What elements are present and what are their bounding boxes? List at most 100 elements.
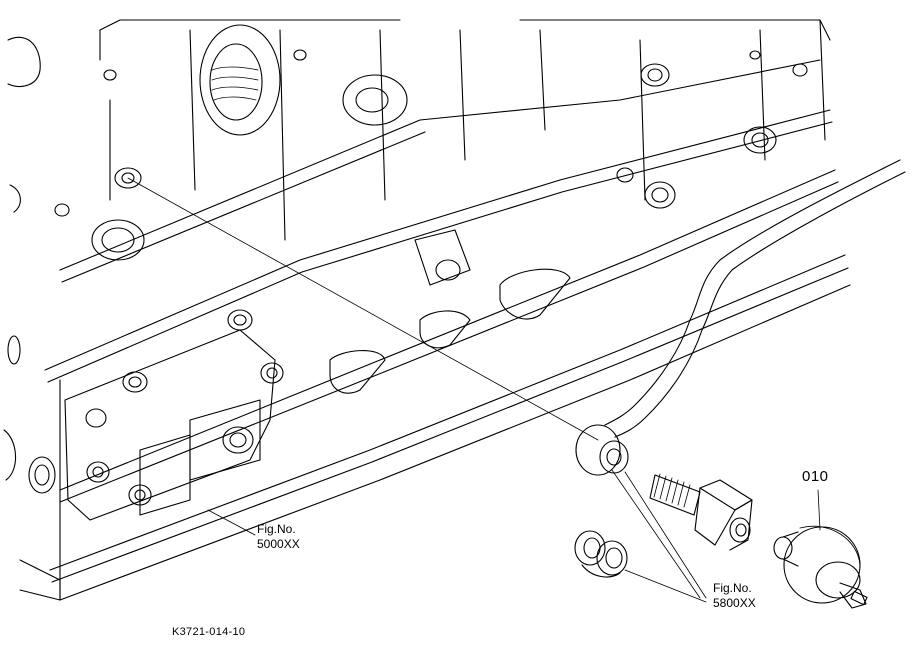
block-left-arc-low	[4, 430, 16, 480]
block-bottom-rail	[50, 255, 845, 570]
left-bottom-hole-inner	[35, 465, 49, 485]
threaded-bore	[200, 25, 280, 135]
washer-2-outer	[597, 541, 627, 575]
flange-hole-7-inner	[230, 433, 246, 447]
block-mid-rail-2	[48, 122, 832, 382]
switch-neck	[783, 532, 798, 566]
lower-flange	[65, 330, 275, 520]
boss-right-top-hole	[648, 69, 662, 81]
ref-block-line1: Fig.No.	[257, 522, 296, 536]
switch-rim	[800, 526, 860, 565]
block-left-arc-mid	[10, 185, 20, 212]
washer-2-inner	[606, 548, 622, 568]
rib-8	[640, 40, 645, 200]
rib-1	[100, 30, 110, 200]
leader-banjo-block	[128, 178, 598, 440]
switch-terminal	[840, 583, 866, 608]
flange-hole-5	[87, 462, 109, 482]
block-bottom-rail-2	[52, 268, 848, 582]
bolt-hex-body	[695, 488, 735, 545]
flange-hole-4	[86, 409, 106, 427]
boss-top-hole	[356, 88, 388, 112]
rib-5	[380, 30, 385, 200]
cyl-boss-1-hole	[436, 260, 460, 280]
hole-top-mid	[294, 50, 306, 60]
flange-hole-3-inner	[267, 368, 277, 378]
hole-left-small	[55, 204, 69, 216]
flange-hole-1	[123, 372, 147, 392]
banjo-eye-hole	[607, 449, 621, 465]
drawing-id: K3721-014-10	[172, 626, 246, 638]
leader-5800xx-a	[612, 470, 700, 598]
block-upper-rail-2	[62, 132, 425, 282]
engine-block	[4, 20, 850, 600]
ref-hose-line2: 5800XX	[713, 596, 756, 610]
ref-hose-line1: Fig.No.	[713, 581, 752, 595]
boss-right-low	[645, 182, 675, 208]
threaded-bore-inner	[210, 44, 262, 120]
hole-top-left	[104, 70, 116, 80]
boss-left	[92, 220, 144, 260]
flange-hole-3	[261, 363, 283, 383]
washer-1-outer	[575, 531, 605, 565]
banjo-eye-outer	[576, 425, 620, 475]
rib-9	[760, 30, 765, 160]
banjo-eye-face	[600, 441, 628, 473]
bolt-thread-lines	[654, 474, 690, 507]
block-top-edge	[100, 20, 830, 40]
rib-3	[190, 30, 195, 190]
rib-6	[460, 30, 465, 160]
block-left-arc-top	[8, 37, 40, 86]
bolt-threads	[650, 475, 700, 515]
boss-top	[343, 75, 407, 125]
block-upper-rail	[60, 60, 820, 270]
block-mid-rail	[45, 110, 830, 370]
bolt-hex-top	[700, 480, 752, 510]
cyl-boss-2	[500, 269, 570, 319]
bottom-left-foot	[20, 560, 60, 600]
bolt-port-inner	[736, 524, 746, 536]
ref-block-line2: 5000XX	[257, 537, 300, 551]
leader-5800xx-c	[625, 570, 706, 602]
washer-edge	[582, 565, 620, 577]
hole-top-right	[750, 51, 760, 59]
washers	[575, 531, 627, 577]
leader-010	[818, 490, 820, 530]
hole-left-top	[115, 168, 141, 188]
leader-lines	[128, 178, 820, 602]
switch-face	[816, 562, 860, 598]
boss-right-small	[793, 64, 807, 76]
boss-right-low-2	[617, 168, 633, 182]
rib-4	[280, 30, 285, 240]
block-base-edge	[60, 285, 850, 600]
part-number-label[interactable]: 010	[802, 468, 829, 485]
cyl-boss-4	[420, 311, 470, 348]
leader-5000xx	[208, 510, 255, 535]
lower-rib-box-2	[140, 435, 190, 515]
oil-pressure-switch	[774, 526, 867, 608]
oil-pipe	[605, 160, 905, 437]
bolt-hex-side	[730, 500, 752, 550]
rib-7	[540, 30, 545, 130]
cyl-boss-1	[415, 230, 470, 285]
flange-hole-5-inner	[93, 467, 103, 477]
adapter-bolt	[650, 474, 752, 550]
bolt-port	[730, 518, 750, 542]
boss-left-hole	[102, 228, 134, 252]
flange-hole-7	[223, 427, 253, 453]
hole-left-top-inner	[122, 173, 134, 183]
switch-terminal-blade	[851, 591, 867, 604]
block-lower-rail-2	[60, 182, 838, 502]
cyl-boss-3	[330, 351, 385, 394]
switch-thread	[774, 537, 792, 559]
bore-threads	[212, 67, 258, 100]
leader-5800xx-b	[625, 472, 706, 598]
block-lower-rail	[60, 170, 835, 490]
boss-right-top	[641, 64, 669, 86]
left-bottom-hole	[29, 457, 55, 493]
lower-rib-box	[190, 400, 260, 480]
boss-right-low-hole	[652, 188, 668, 202]
rib-10	[820, 20, 825, 140]
flange-hole-1-inner	[129, 377, 141, 387]
